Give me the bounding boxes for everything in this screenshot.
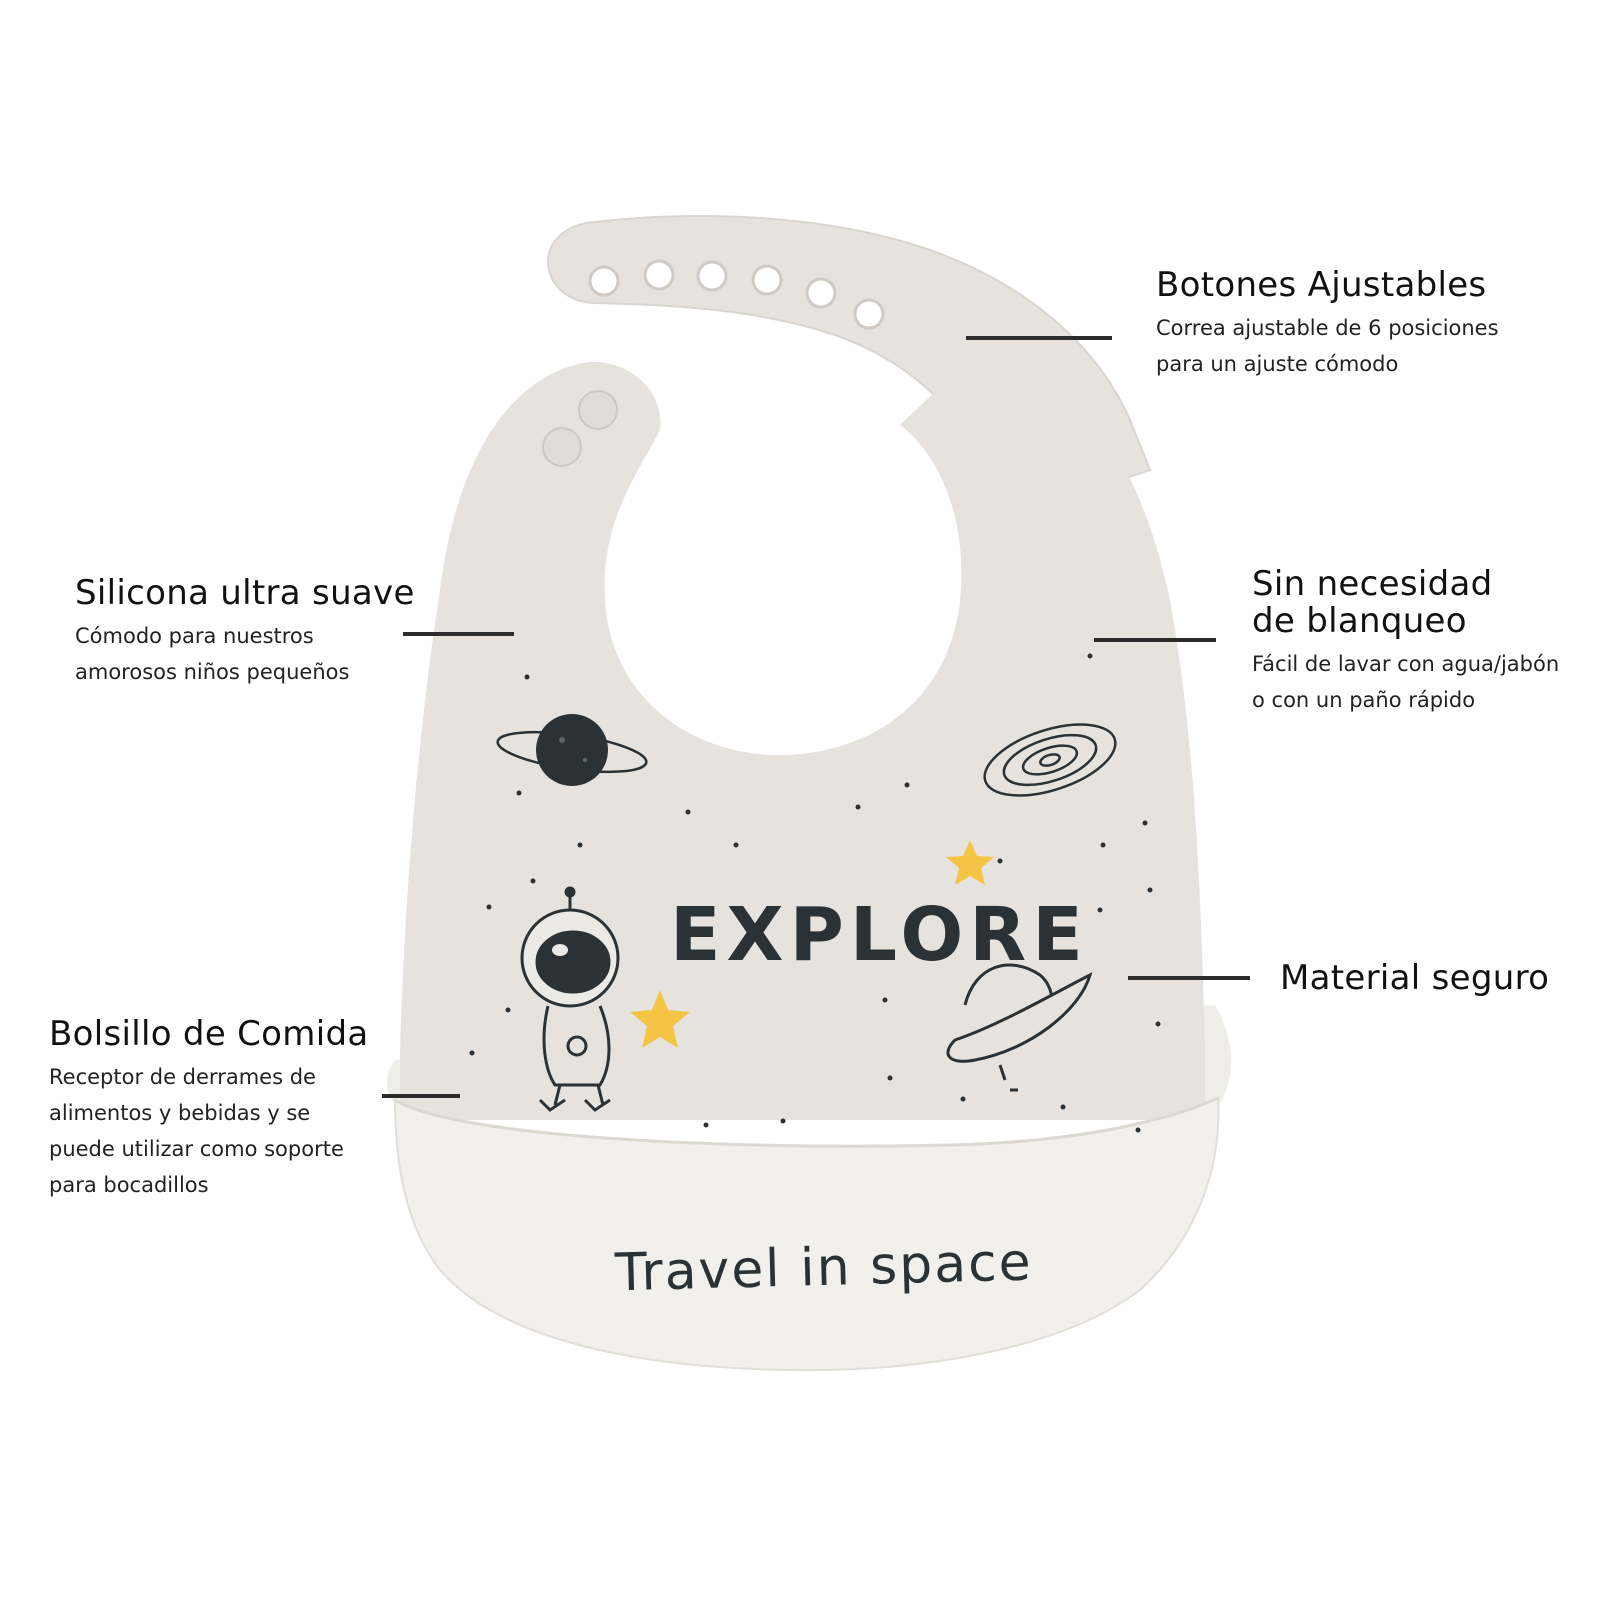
callout-title: Botones Ajustables	[1156, 265, 1487, 305]
ufo-icon	[946, 963, 1093, 1092]
galaxy-icon	[983, 723, 1117, 797]
leader-line-botones	[966, 336, 1112, 340]
callout-description: Correa ajustable de 6 posiciones para un…	[1156, 316, 1499, 376]
callout-description: Fácil de lavar con agua/jabón o con un p…	[1252, 652, 1560, 712]
astronaut-icon	[520, 886, 620, 1112]
callout-safe-material: Material seguro	[1280, 960, 1549, 997]
leader-line-bolsillo	[382, 1094, 460, 1098]
callout-title: Sin necesidad de blanqueo	[1252, 564, 1493, 641]
callout-no-bleach: Sin necesidad de blanqueo Fácil de lavar…	[1252, 566, 1559, 718]
callout-soft-silicone: Silicona ultra suave Cómodo para nuestro…	[75, 575, 415, 690]
travel-print: Travel in space	[613, 1232, 1033, 1303]
callout-adjustable-buttons: Botones Ajustables Correa ajustable de 6…	[1156, 267, 1499, 382]
star-dots	[469, 653, 1161, 1133]
callout-title: Silicona ultra suave	[75, 573, 415, 613]
callout-food-pocket: Bolsillo de Comida Receptor de derrames …	[49, 1016, 368, 1203]
leader-line-material	[1128, 976, 1250, 980]
food-pocket	[393, 1096, 1220, 1372]
explore-print: EXPLORE	[670, 892, 1089, 978]
star-icon	[630, 840, 994, 1048]
callout-description: Receptor de derrames de alimentos y bebi…	[49, 1065, 344, 1197]
planet-icon	[496, 714, 648, 786]
leader-line-silicona	[403, 632, 514, 636]
callout-title: Material seguro	[1280, 958, 1550, 998]
callout-description: Cómodo para nuestros amorosos niños pequ…	[75, 624, 350, 684]
leader-line-blanqueo	[1094, 638, 1216, 642]
callout-title: Bolsillo de Comida	[49, 1014, 369, 1054]
strap-holes	[588, 259, 885, 330]
snap-buttons	[542, 390, 618, 467]
